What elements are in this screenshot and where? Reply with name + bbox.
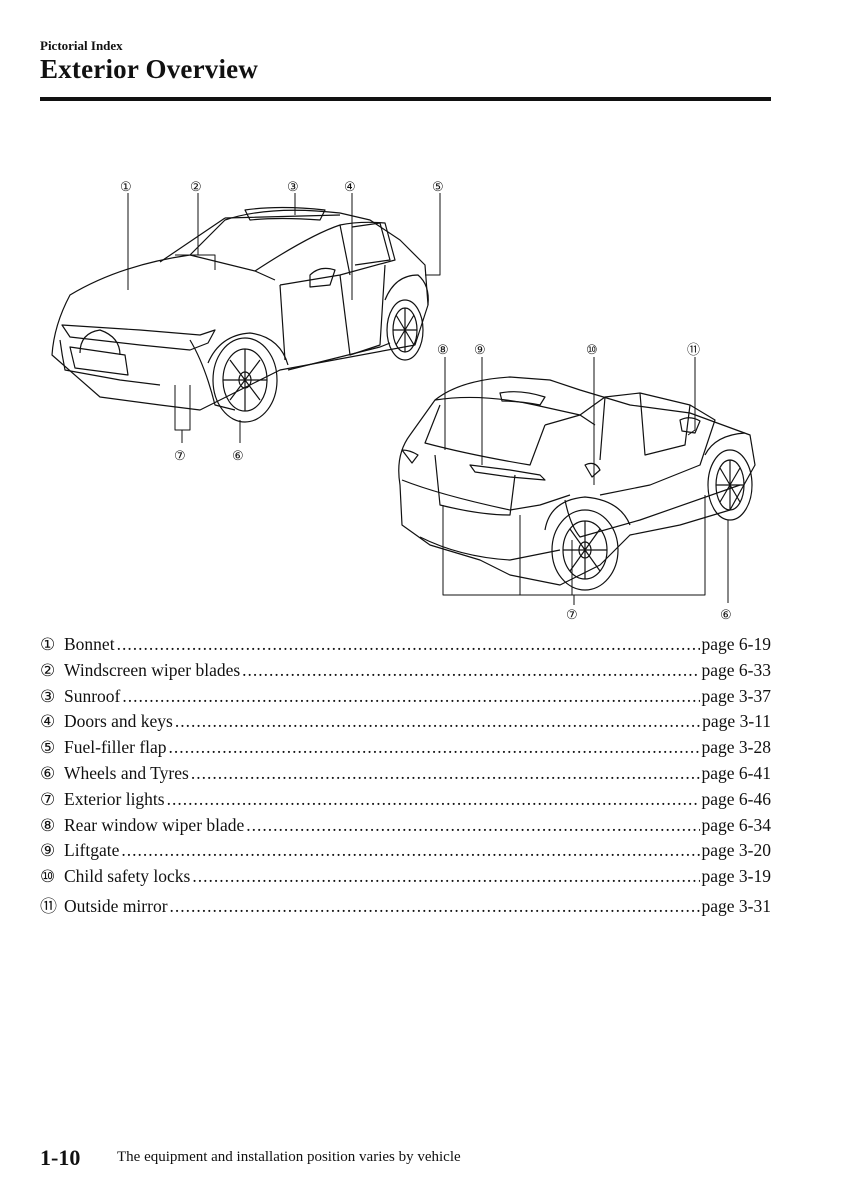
dot-leader [170, 896, 700, 917]
index-number: ④ [40, 712, 56, 732]
index-label: Sunroof [64, 685, 121, 706]
index-row-bonnet: ① Bonnet page 6-19 [40, 634, 771, 660]
page-reference-link[interactable]: page 6-34 [701, 814, 772, 835]
index-number: ⑧ [40, 815, 56, 835]
page-reference-link[interactable]: page 3-37 [701, 685, 772, 706]
dot-leader [191, 763, 700, 784]
callout-4: ④ [344, 179, 356, 194]
index-row-exterior-lights: ⑦ Exterior lights page 6-46 [40, 789, 771, 815]
index-row-liftgate: ⑨ Liftgate page 3-20 [40, 840, 771, 866]
index-row-fuel-filler-flap: ⑤ Fuel-filler flap page 3-28 [40, 737, 771, 763]
index-row-child-safety-locks: ⑩ Child safety locks page 3-19 [40, 866, 771, 892]
page-reference-link[interactable]: page 6-41 [701, 762, 772, 783]
index-list: ① Bonnet page 6-19 ② Windscreen wiper blade… [40, 634, 771, 918]
index-row-windscreen-wiper-blades: ② Windscreen wiper blades page 6-33 [40, 660, 771, 686]
index-label: Outside mirror [64, 895, 168, 916]
dot-leader [246, 815, 699, 836]
car-illustration: ① ② ③ ④ ⑤ ⑦ ⑥ ⑧ ⑨ ⑩ ⑪ ⑦ ⑥ [51, 179, 756, 622]
page-title: Exterior Overview [40, 54, 259, 84]
index-label: Liftgate [64, 840, 120, 861]
callout-1: ① [120, 179, 132, 194]
index-number: ⑨ [40, 841, 56, 861]
index-row-rear-window-wiper-blade: ⑧ Rear window wiper blade page 6-34 [40, 815, 771, 841]
callout-front-6: ⑥ [232, 448, 244, 463]
index-number: ② [40, 660, 56, 680]
page-number: 1-10 [40, 1145, 81, 1170]
page-reference-link[interactable]: page 3-31 [701, 895, 772, 916]
index-number: ⑦ [40, 789, 56, 809]
dot-leader [117, 634, 700, 655]
callout-11: ⑪ [687, 342, 700, 357]
callout-front-7: ⑦ [174, 448, 186, 463]
index-number: ⑩ [40, 867, 56, 887]
index-number: ⑪ [40, 896, 57, 916]
page-reference-link[interactable]: page 3-20 [701, 840, 772, 861]
index-number: ③ [40, 686, 56, 706]
index-row-sunroof: ③ Sunroof page 3-37 [40, 686, 771, 712]
callout-8: ⑧ [437, 342, 449, 357]
page-reference-link[interactable]: page 3-11 [702, 711, 771, 732]
index-label: Windscreen wiper blades [64, 659, 241, 680]
index-row-doors-and-keys: ④ Doors and keys page 3-11 [40, 711, 771, 737]
callout-5: ⑤ [432, 179, 444, 194]
dot-leader [242, 660, 699, 681]
index-number: ① [40, 635, 56, 654]
dot-leader [121, 840, 699, 861]
rear-car-drawing [398, 376, 756, 591]
dot-leader [122, 686, 699, 707]
callout-leaders [127, 193, 729, 605]
index-row-wheels-and-tyres: ⑥ Wheels and Tyres page 6-41 [40, 763, 771, 789]
callout-2: ② [190, 179, 202, 194]
index-label: Fuel-filler flap [64, 737, 167, 758]
footer-note: The equipment and installation position … [117, 1149, 461, 1165]
page-reference-link[interactable]: page 3-19 [701, 866, 772, 887]
dot-leader [169, 737, 700, 758]
callout-3: ③ [287, 179, 299, 194]
index-label: Rear window wiper blade [64, 814, 245, 835]
callout-rear-7: ⑦ [566, 607, 578, 622]
callout-rear-6: ⑥ [720, 607, 732, 622]
callout-10: ⑩ [586, 342, 598, 357]
index-label: Child safety locks [64, 866, 191, 887]
dot-leader [175, 711, 700, 732]
dot-leader [167, 789, 700, 810]
index-number: ⑤ [40, 738, 56, 758]
page-reference-link[interactable]: page 6-46 [701, 788, 772, 809]
callout-labels: ① ② ③ ④ ⑤ ⑦ ⑥ ⑧ ⑨ ⑩ ⑪ ⑦ ⑥ [120, 179, 732, 622]
title-rule [40, 97, 771, 101]
index-label: Doors and keys [64, 711, 173, 732]
page-reference-link[interactable]: page 6-19 [701, 634, 772, 654]
exterior-figure: ① ② ③ ④ ⑤ ⑦ ⑥ ⑧ ⑨ ⑩ ⑪ ⑦ ⑥ [40, 165, 780, 630]
dot-leader [192, 866, 699, 887]
index-label: Bonnet [64, 634, 115, 654]
index-number: ⑥ [40, 763, 56, 783]
section-label: Pictorial Index [40, 38, 123, 53]
callout-9: ⑨ [474, 342, 486, 357]
index-label: Exterior lights [64, 788, 165, 809]
page-reference-link[interactable]: page 6-33 [701, 659, 772, 680]
front-car-drawing [51, 206, 429, 423]
index-label: Wheels and Tyres [64, 762, 189, 783]
page-reference-link[interactable]: page 3-28 [701, 737, 772, 758]
index-row-outside-mirror: ⑪ Outside mirror page 3-31 [40, 892, 771, 918]
